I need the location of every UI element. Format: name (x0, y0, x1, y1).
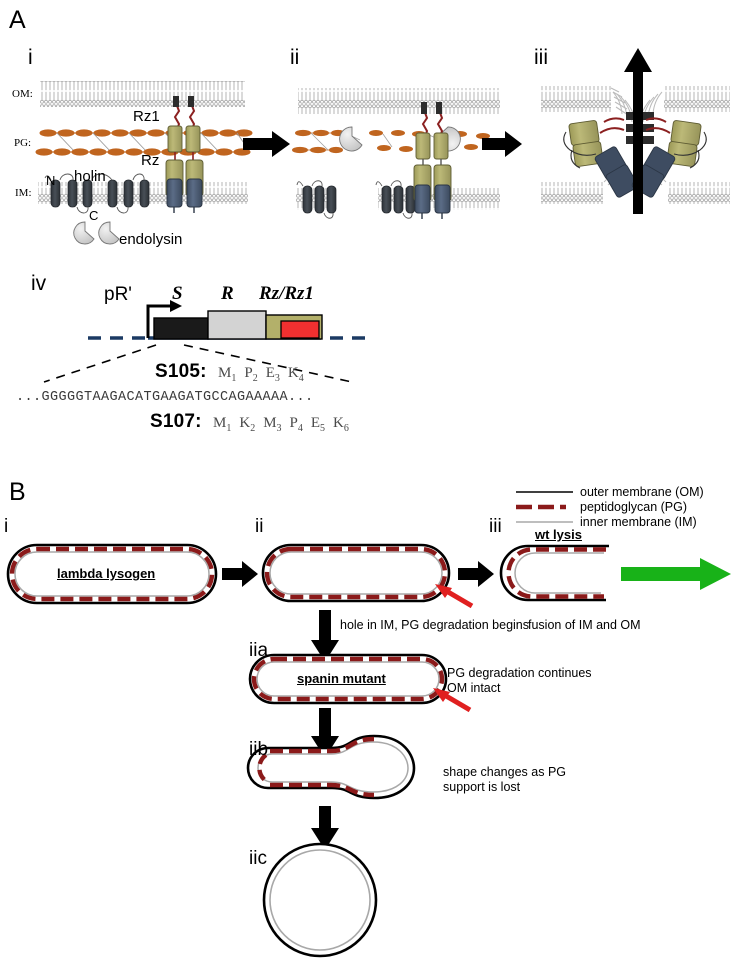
annotation-shape-2: support is lost (443, 780, 521, 794)
panel-letter-b: B (9, 478, 26, 506)
om-flap-left (541, 86, 637, 127)
panelA-iii-graphics (541, 48, 730, 214)
subpanel-label-b-iic: iic (249, 848, 267, 869)
label-s107: S107: (150, 411, 202, 432)
label-rz1: Rz1 (133, 108, 160, 125)
label-promoter: pR' (104, 284, 132, 305)
arrow-B-ii-to-iia (311, 610, 339, 662)
residue: M1 (213, 415, 232, 434)
holin-complex-ii-left (296, 180, 337, 219)
subpanel-label-b-iia: iia (249, 640, 269, 661)
subpanel-label-a-ii: ii (290, 46, 300, 69)
red-arrow-hole-ii (435, 584, 474, 609)
label-lambda-lysogen: lambda lysogen (57, 566, 156, 581)
label-gene-r: R (221, 283, 234, 304)
panelA-i-graphics (35, 81, 290, 245)
subpanel-label-b-iii: iii (489, 516, 502, 537)
legend-label-om: outer membrane (OM) (580, 485, 704, 499)
dna-sequence: ...GGGGGTAAGACATGAAGATGCCAGAAAAA... (16, 390, 314, 405)
legend-label-im: inner membrane (IM) (580, 515, 697, 529)
subpanel-label-b-ii: ii (255, 516, 264, 537)
label-wt-lysis: wt lysis (535, 527, 582, 542)
cell-iic-sphere (262, 842, 378, 958)
annotation-fusion: fusion of IM and OM (528, 618, 641, 632)
residue: M1 (218, 365, 237, 384)
arrow-ii-to-iii (482, 131, 522, 157)
cell-iia-spanin-mutant (248, 653, 448, 705)
green-escape-arrow (621, 558, 731, 590)
holin-complex-ii-right (375, 180, 416, 219)
residue: K2 (239, 415, 256, 434)
arrow-B-iib-to-iic (311, 806, 339, 850)
promoter-arrow (146, 300, 182, 338)
panelA-ii-graphics (292, 88, 522, 219)
label-spanin-mutant: spanin mutant (297, 671, 386, 686)
cell-iib-blebbing (246, 734, 416, 800)
cell-lysogen-i (6, 543, 218, 605)
legend-label-pg: peptidoglycan (PG) (580, 500, 688, 514)
outer-membrane-i (40, 81, 245, 107)
fusion-junction (626, 112, 654, 144)
label-holin: holin (74, 168, 106, 185)
panelB-legend-marks (516, 491, 573, 523)
annotation-shape-1: shape changes as PG (443, 765, 566, 779)
peptidoglycan-i (35, 129, 253, 156)
label-om: OM: (12, 88, 33, 100)
label-c-terminus: C (89, 208, 99, 223)
zoom-lines (43, 344, 353, 383)
arrow-B-i-to-ii (222, 561, 258, 587)
residues-s105: M1 P2 E3 K4 (218, 364, 312, 384)
annotation-pg-continues-1: PG degradation continues (447, 666, 592, 680)
gene-box-s (153, 317, 209, 340)
arrow-B-iia-to-iib (311, 708, 339, 758)
residue: P4 (289, 415, 303, 434)
escape-arrow-iii (624, 48, 652, 214)
panelA-iv-graphics (43, 300, 372, 383)
pg-strand-bottom (35, 148, 251, 156)
subpanel-label-a-iii: iii (534, 46, 548, 69)
red-arrow-hole-iia (433, 688, 472, 713)
spanin-collapsed-right (631, 117, 707, 198)
pg-strand-top (39, 129, 253, 137)
panel-letter-a: A (9, 6, 26, 34)
residues-s107: M1 K2 M3 P4 E5 K6 (213, 414, 357, 434)
residue: M3 (263, 415, 282, 434)
outer-membrane-ii (298, 88, 500, 114)
gene-box-rz1 (280, 320, 320, 339)
subpanel-label-b-i: i (4, 516, 9, 537)
label-endolysin: endolysin (119, 231, 183, 248)
residue: E5 (310, 415, 326, 434)
cell-iii-lysed (499, 544, 609, 602)
subpanel-label-b-iib: iib (249, 739, 269, 760)
label-gene-rz: Rz/Rz1 (259, 283, 314, 304)
arrow-B-ii-to-iii (458, 561, 494, 587)
cell-ii (261, 543, 451, 603)
label-pg: PG: (14, 137, 32, 149)
subpanel-label-a-i: i (28, 46, 33, 69)
label-s105: S105: (155, 361, 207, 382)
label-rz: Rz (141, 152, 160, 169)
residue: E3 (265, 365, 280, 384)
gene-box-r (207, 310, 267, 340)
annotation-pg-continues-2: OM intact (447, 681, 501, 695)
annotation-hole-in-im: hole in IM, PG degradation begins (340, 618, 530, 632)
label-gene-s: S (172, 283, 183, 304)
spanin-complex-ii (413, 102, 452, 219)
residue: K6 (333, 415, 349, 434)
subpanel-label-a-iv: iv (31, 272, 47, 295)
spanin-collapsed-left (563, 117, 639, 198)
label-im: IM: (15, 187, 32, 199)
residue: K4 (287, 365, 304, 384)
arrow-i-to-ii (243, 131, 290, 157)
holin-complex-i (44, 173, 150, 214)
endolysin-i (73, 221, 120, 245)
residue: P2 (244, 365, 258, 384)
spanin-complex-i (165, 96, 204, 213)
label-n-terminus: N (46, 173, 56, 188)
